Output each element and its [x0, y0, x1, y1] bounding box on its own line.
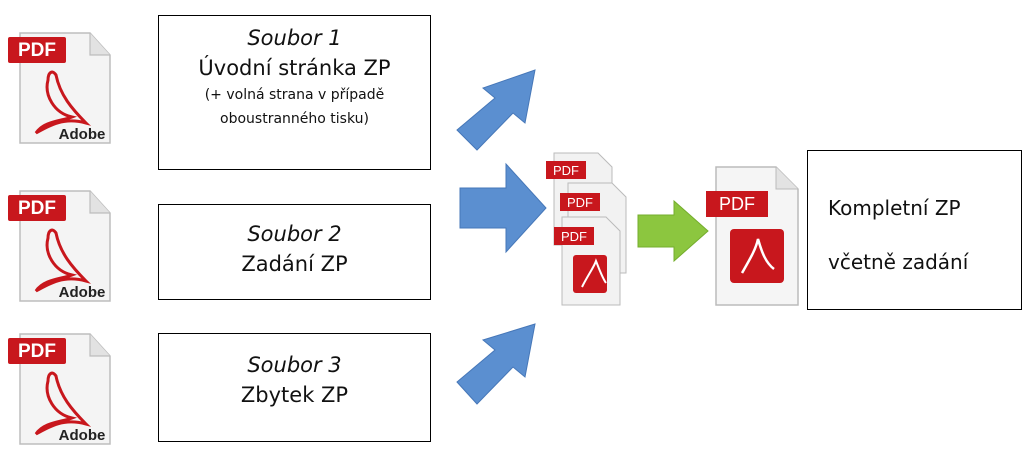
arrow-icon-up-right — [456, 323, 536, 405]
pdf-file-icon-3: PDF Adobe — [2, 326, 112, 446]
file-box-2: Soubor 2 Zadání ZP — [158, 204, 431, 300]
svg-text:PDF: PDF — [567, 195, 593, 210]
result-line-2: včetně zadání — [828, 250, 969, 274]
file-subtitle: Zbytek ZP — [240, 383, 349, 407]
pdf-badge: PDF — [18, 198, 56, 219]
arrow-icon-right — [459, 162, 547, 254]
svg-text:PDF: PDF — [561, 229, 587, 244]
file-note: (+ volná strana v případě — [204, 87, 385, 103]
file-subtitle: Úvodní stránka ZP — [198, 56, 391, 80]
svg-text:PDF: PDF — [719, 194, 755, 214]
file-title: Soubor 3 — [247, 353, 342, 377]
adobe-label: Adobe — [59, 126, 106, 143]
file-subtitle: Zadání ZP — [241, 252, 348, 276]
result-box: Kompletní ZP včetně zadání — [807, 150, 1022, 310]
pdf-file-icon-2: PDF Adobe — [2, 183, 112, 303]
file-box-1: Soubor 1 Úvodní stránka ZP (+ volná stra… — [158, 15, 431, 170]
pdf-file-icon-1: PDF Adobe — [2, 25, 112, 145]
pdf-badge: PDF — [18, 40, 56, 61]
combine-pdfs-icon: PDF PDF PDF PDF — [546, 152, 799, 306]
pdf-badge: PDF — [18, 341, 56, 362]
file-box-3: Soubor 3 Zbytek ZP — [158, 333, 431, 442]
file-note: oboustranného tisku) — [220, 111, 369, 127]
adobe-label: Adobe — [59, 284, 106, 301]
file-title: Soubor 2 — [247, 222, 342, 246]
file-title: Soubor 1 — [247, 26, 342, 50]
result-line-1: Kompletní ZP — [828, 196, 961, 220]
adobe-label: Adobe — [59, 427, 106, 444]
arrow-icon-up-right — [456, 69, 536, 151]
svg-text:PDF: PDF — [553, 163, 579, 178]
